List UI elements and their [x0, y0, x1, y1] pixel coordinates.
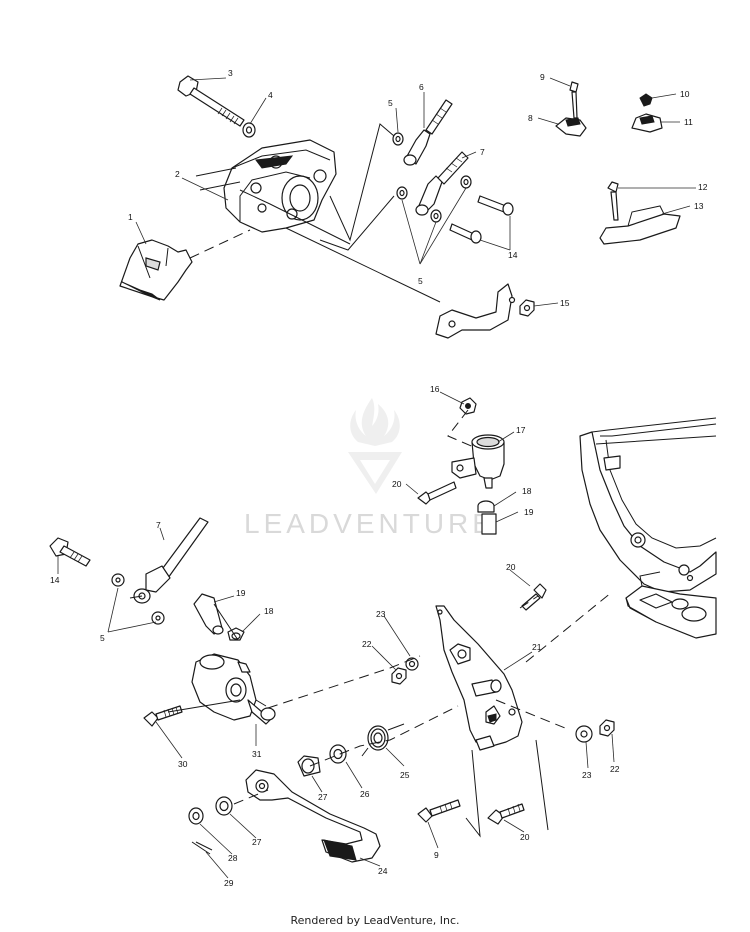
pedal-bushings	[215, 744, 347, 816]
hose-clamp-18-upper	[477, 500, 497, 535]
bottom-leader-lines	[57, 391, 615, 879]
callout-6: 6	[419, 82, 424, 92]
callout-9-top: 9	[540, 72, 545, 82]
brake-pedal	[245, 769, 381, 863]
watermark-text: LEADVENTURE	[244, 508, 495, 539]
brake-hose-7	[415, 151, 469, 216]
callout-20-reservoir: 20	[392, 479, 402, 489]
brake-hose-6	[403, 99, 453, 166]
reservoir-bolt-20	[417, 481, 457, 505]
washer-28-and-pin-29	[188, 807, 213, 855]
hose-clamp-8	[555, 81, 587, 137]
callout-13: 13	[694, 201, 704, 211]
callout-19-upper: 19	[524, 507, 534, 517]
callout-28: 28	[228, 853, 238, 863]
clamp-11	[631, 93, 663, 133]
callout-17: 17	[516, 425, 526, 435]
callout-1: 1	[128, 212, 133, 222]
callout-5-group: 5	[418, 276, 423, 286]
callout-29: 29	[224, 878, 234, 888]
callout-23-left: 23	[376, 609, 386, 619]
callout-25: 25	[400, 770, 410, 780]
callout-10: 10	[680, 89, 690, 99]
washers-5-lower	[111, 573, 165, 625]
brake-pad	[119, 239, 193, 301]
callout-16: 16	[430, 384, 440, 394]
callout-19-lower: 19	[236, 588, 246, 598]
callout-30: 30	[178, 759, 188, 769]
callout-4: 4	[268, 90, 273, 100]
callout-11: 11	[684, 117, 693, 127]
vehicle-frame	[579, 417, 717, 639]
callout-22-right: 22	[610, 764, 620, 774]
top-leader-lines	[135, 77, 696, 307]
callout-5-top: 5	[388, 98, 393, 108]
caliper-bolt	[177, 75, 245, 127]
callout-14-top: 14	[508, 250, 518, 260]
callout-labels: 3 4 2 1 5 6 7 5 14 15 9 8 10 11 12 13 16…	[50, 68, 708, 888]
callout-7-top: 7	[480, 147, 485, 157]
hose-19-lower	[193, 593, 245, 641]
footer-credit: Rendered by LeadVenture, Inc.	[290, 914, 460, 927]
caliper-body	[195, 139, 337, 233]
callout-27-upper: 27	[318, 792, 328, 802]
master-cylinder-bolt-30	[143, 705, 183, 727]
callout-9-lower: 9	[434, 850, 439, 860]
top-assembly-lines	[189, 123, 441, 303]
callout-31: 31	[252, 749, 262, 759]
watermark-logo	[348, 398, 402, 494]
callout-21: 21	[532, 642, 542, 652]
washer-4	[242, 122, 256, 138]
callout-15: 15	[560, 298, 570, 308]
brake-hose-7-lower	[133, 517, 209, 604]
bottom-assembly-lines	[129, 409, 613, 838]
banjo-bolt-14-lower	[49, 537, 91, 567]
return-spring	[361, 723, 405, 757]
callout-2: 2	[175, 169, 180, 179]
callout-22-left: 22	[362, 639, 372, 649]
reservoir-cap-nut	[459, 397, 477, 415]
washers-5-top	[392, 132, 472, 223]
pedal-mounting-plate	[435, 605, 523, 751]
callout-20-right: 20	[506, 562, 516, 572]
callout-23-right: 23	[582, 770, 592, 780]
callout-14-lower: 14	[50, 575, 60, 585]
callout-24: 24	[378, 866, 388, 876]
callout-5-lower: 5	[100, 633, 105, 643]
callout-3: 3	[228, 68, 233, 78]
banjo-bolts-14	[449, 195, 514, 244]
callout-18-lower: 18	[264, 606, 274, 616]
brake-line-bracket	[435, 283, 535, 339]
callout-20-lower: 20	[520, 832, 530, 842]
brake-fluid-reservoir	[451, 434, 505, 489]
master-cylinder	[191, 653, 276, 725]
callout-7-lower: 7	[156, 520, 161, 530]
callout-27-lower: 27	[252, 837, 262, 847]
callout-18-upper: 18	[522, 486, 532, 496]
plate-hardware-right	[391, 583, 615, 743]
callout-8: 8	[528, 113, 533, 123]
plate-bolts-lower	[417, 799, 525, 825]
callout-26: 26	[360, 789, 370, 799]
callout-12: 12	[698, 182, 708, 192]
mount-bracket-13	[599, 181, 681, 245]
